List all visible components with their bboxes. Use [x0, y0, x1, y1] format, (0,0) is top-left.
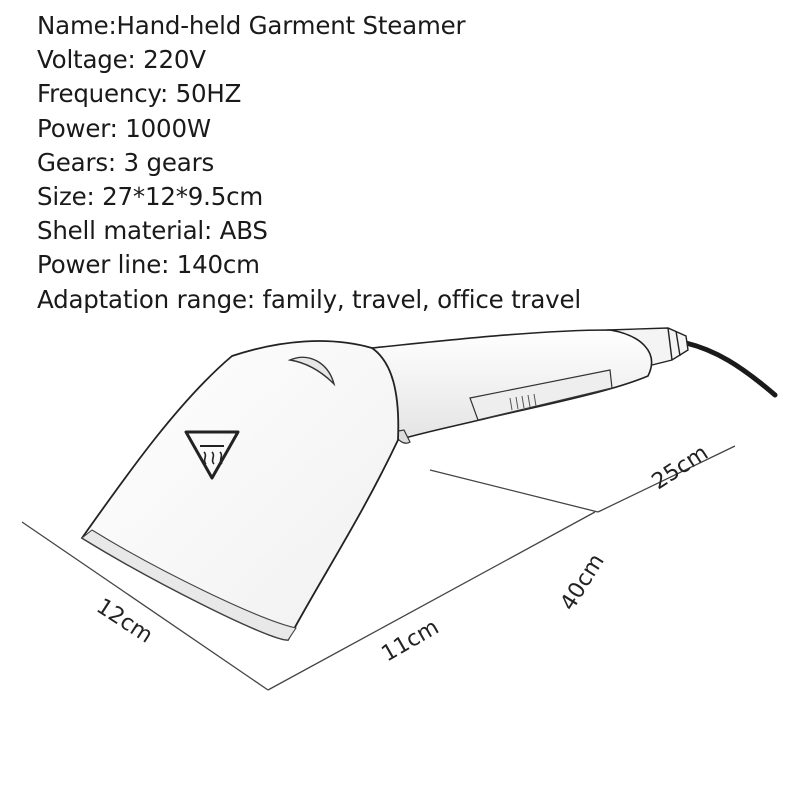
spec-frequency: Frequency: 50HZ: [37, 79, 242, 109]
spec-shell-material: Shell material: ABS: [37, 216, 268, 246]
handle-grip: [469, 369, 613, 421]
spec-power-line: Power line: 140cm: [37, 250, 260, 280]
depth-dimension-line: [267, 511, 596, 691]
power-cord: [683, 340, 778, 398]
hot-surface-warning-icon: [184, 430, 240, 480]
depth-dimension-label: 11cm: [378, 615, 444, 667]
length-dimension-label: 25cm: [648, 441, 713, 495]
spec-gears: Gears: 3 gears: [37, 147, 215, 177]
spec-size: Size: 27*12*9.5cm: [37, 182, 264, 212]
width-dimension-line: [21, 521, 269, 691]
spec-power: Power: 1000W: [37, 113, 211, 143]
spec-voltage: Voltage: 220V: [37, 45, 206, 75]
length-dimension-line: [429, 469, 599, 513]
cord-dimension-label: 40cm: [556, 550, 610, 615]
width-dimension-label: 12cm: [92, 594, 157, 648]
head-side-edge: [81, 529, 297, 641]
spec-name: Name:Hand-held Garment Steamer: [37, 11, 466, 40]
spec-list: Name:Hand-held Garment Steamer Voltage: …: [37, 9, 581, 317]
steamer-head: [80, 340, 400, 641]
dimension-lines: [21, 445, 736, 691]
cord-dimension-line: [597, 445, 736, 513]
steamer-handle: [370, 329, 653, 441]
water-window: [287, 356, 336, 387]
grip-ridges: [509, 393, 537, 411]
spec-adaptation-range: Adaptation range: family, travel, office…: [37, 284, 581, 314]
